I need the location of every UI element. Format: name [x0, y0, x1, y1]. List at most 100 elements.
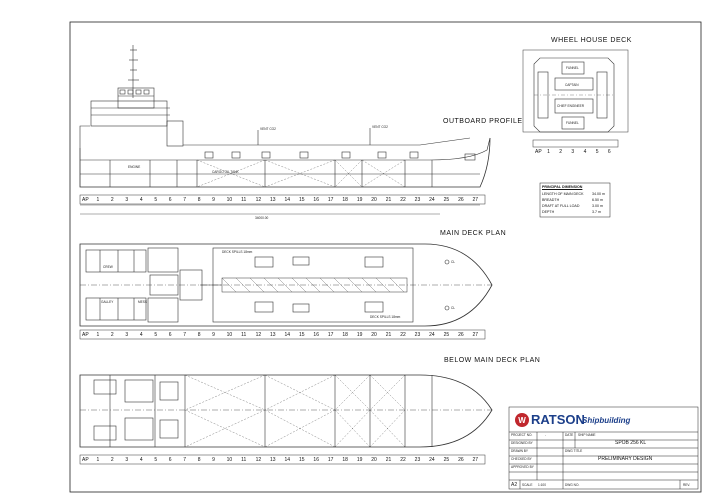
principal-row-label: DRAFT AT FULL LOAD	[542, 204, 580, 208]
frame-number: 12	[255, 197, 262, 203]
frame-number: 6	[168, 197, 172, 203]
frame-number: 25	[443, 197, 450, 203]
designed-by-label: DESIGNED BY	[511, 441, 533, 445]
frame-number: 5	[595, 149, 599, 155]
principal-row-value: 6.50 m	[592, 198, 603, 202]
frame-number: 4	[139, 197, 143, 203]
frame-number: 27	[472, 197, 479, 203]
engine-label: ENGINE	[128, 165, 141, 169]
scale-value: 1:100	[538, 483, 546, 487]
frame-number: 22	[400, 197, 406, 203]
frame-number: 3	[125, 197, 129, 203]
frame-number: 15	[298, 197, 305, 203]
drawn-by-label: DRAWN BY	[511, 449, 529, 453]
frame-number: 2	[110, 457, 114, 463]
principal-row-label: BREADTH	[542, 198, 560, 202]
frame-number: 1	[96, 197, 100, 203]
frame-number: 7	[183, 197, 187, 203]
frame-number: AP	[82, 332, 89, 338]
frame-number: AP	[82, 197, 89, 203]
frame-number: 1	[96, 332, 100, 338]
main-deck-frame-strip	[79, 329, 486, 340]
principal-dimension-box	[539, 182, 611, 218]
brand-name: RATSON	[531, 412, 585, 427]
frame-number: 11	[241, 332, 247, 338]
frame-number: 24	[429, 197, 435, 203]
crew-label: CREW	[103, 265, 113, 269]
frame-number: 10	[226, 457, 233, 463]
deck-spills-bottom: DECK SPILLS 18mm	[370, 315, 401, 319]
funnel-bottom-label: FUNNEL	[566, 121, 579, 125]
frame-number: 14	[284, 457, 291, 463]
frame-number: 21	[385, 332, 392, 338]
cl-label-bottom: CL	[451, 306, 456, 310]
frame-number: 8	[197, 332, 201, 338]
frame-number: 25	[443, 332, 450, 338]
frame-number: 14	[284, 332, 291, 338]
principal-title: PRINCIPAL DIMENSION	[542, 185, 583, 189]
deck-spills-top: DECK SPILLS 18mm	[222, 250, 253, 254]
frame-number: 18	[342, 197, 348, 203]
frame-number: 20	[371, 197, 377, 203]
principal-row-label: LENGTH OF MAIN DECK	[542, 192, 584, 196]
vent-label-1: VENT CO2	[260, 127, 276, 131]
captain-label: CAPTAIN	[565, 83, 579, 87]
frame-number: 3	[125, 457, 129, 463]
frame-number: 6	[168, 457, 172, 463]
frame-number: 15	[298, 457, 305, 463]
frame-number: 16	[313, 332, 319, 338]
ship-name-value: SPOB 256 KL	[615, 440, 647, 446]
frame-number: 19	[356, 197, 363, 203]
brand-subtitle: Shipbuilding	[582, 416, 631, 425]
wheelhouse-frame-strip	[532, 139, 619, 148]
frame-number: AP	[535, 149, 542, 155]
main-deck-title: MAIN DECK PLAN	[440, 230, 507, 237]
frame-number: 23	[414, 457, 421, 463]
scale-label: SCALE	[522, 483, 533, 487]
svg-text:W: W	[518, 416, 526, 425]
below-deck-title: BELOW MAIN DECK PLAN	[444, 357, 541, 364]
below-deck-frame-strip	[79, 454, 486, 465]
frame-number: 20	[371, 457, 377, 463]
below-deck-plan	[79, 374, 493, 448]
frame-number: 10	[226, 332, 233, 338]
funnel-top-label: FUNNEL	[566, 66, 579, 70]
rev-label: REV.	[683, 483, 691, 487]
frame-number: 8	[197, 457, 201, 463]
frame-number: 15	[298, 332, 305, 338]
principal-row-value: 3.00 m	[592, 204, 603, 208]
frame-number: 16	[313, 457, 319, 463]
profile-frame-strip	[79, 194, 486, 205]
frame-number: 8	[197, 197, 201, 203]
frame-number: 3	[571, 149, 575, 155]
frame-number: 20	[371, 332, 377, 338]
outboard-profile-title: OUTBOARD PROFILE	[443, 118, 523, 125]
frame-number: 23	[414, 332, 421, 338]
frame-number: 7	[183, 332, 187, 338]
frame-number: 6	[607, 149, 611, 155]
frame-number: 9	[212, 332, 215, 338]
frame-number: 24	[429, 457, 435, 463]
main-deck-plan	[79, 243, 493, 327]
frame-number: 22	[400, 457, 406, 463]
frame-number: 11	[241, 457, 247, 463]
frame-number: 10	[226, 197, 233, 203]
cargo-tank-label: CARGO OIL TANK	[212, 170, 239, 174]
frame-number: 11	[241, 197, 247, 203]
frame-number: 18	[342, 457, 348, 463]
frame-number: 2	[110, 332, 114, 338]
frame-number: 27	[472, 332, 479, 338]
frame-number: 1	[96, 457, 100, 463]
ship-name-label: SHIP NAME	[578, 433, 596, 437]
project-no-label: PROJECT NO.	[511, 433, 533, 437]
drawing-border	[69, 21, 702, 493]
frame-number: 4	[139, 457, 143, 463]
chief-engineer-label: CHIEF ENGINEER	[557, 104, 585, 108]
frame-number: 13	[270, 197, 276, 203]
principal-row-label: DEPTH	[542, 210, 555, 214]
frame-number: 9	[212, 457, 215, 463]
frame-number: 1	[547, 149, 550, 155]
